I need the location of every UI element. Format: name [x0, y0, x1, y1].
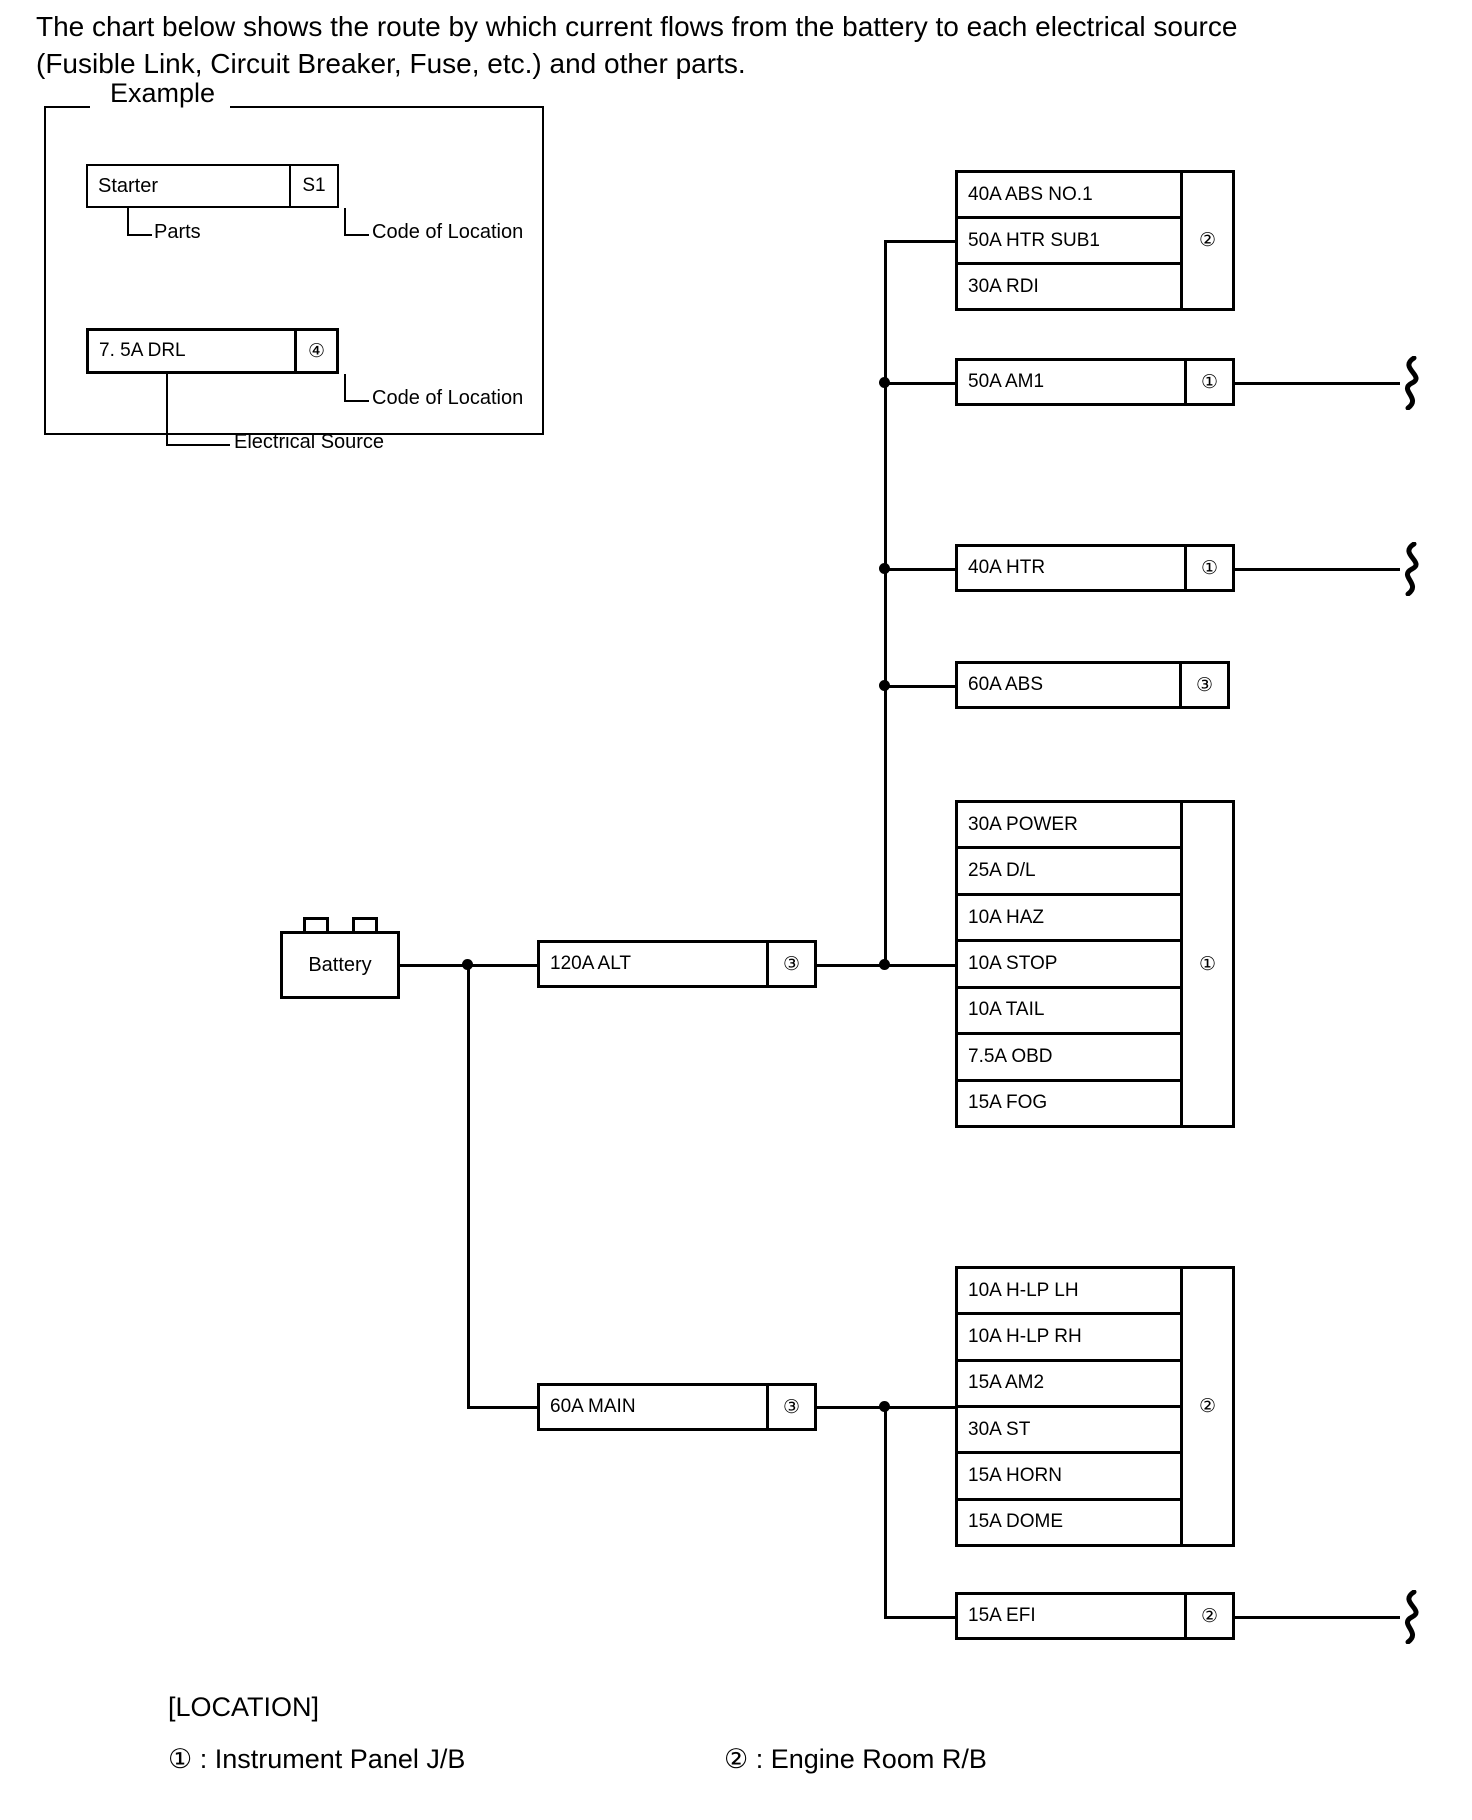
- link-main-name: 60A MAIN: [550, 1396, 636, 1417]
- fuse-group-engine-bottom-rows: 10A H-LP LH 10A H-LP RH 15A AM2 30A ST 1…: [958, 1269, 1180, 1544]
- example-parts-leader-vertical: [127, 208, 129, 236]
- branch-box-am1: 50A AM1 ①: [955, 358, 1235, 406]
- fuse-group-instrument-panel-rows: 30A POWER 25A D/L 10A HAZ 10A STOP 10A T…: [958, 803, 1180, 1125]
- fuse-row: 50A HTR SUB1: [958, 219, 1180, 265]
- example-parts-leader-horizontal: [127, 234, 152, 236]
- fuse-row: 10A H-LP RH: [958, 1315, 1180, 1362]
- fuse-row: 10A H-LP LH: [958, 1269, 1180, 1316]
- fuse-row: 40A ABS NO.1: [958, 173, 1180, 219]
- fuse-row: 25A D/L: [958, 849, 1180, 896]
- fuse-row: 10A HAZ: [958, 896, 1180, 943]
- link-alt-code: ③: [766, 943, 814, 985]
- example-part-code-callout: Code of Location: [372, 221, 524, 243]
- example-part-code: S1: [289, 166, 337, 206]
- branch-am1-code: ①: [1184, 361, 1232, 403]
- fuse-row: 7.5A OBD: [958, 1035, 1180, 1082]
- location-item-1: ① : Instrument Panel J/B: [168, 1744, 465, 1775]
- wire-break-symbol-am1: [1405, 356, 1419, 410]
- example-source-leader-horizontal: [166, 444, 230, 446]
- battery-terminal-right: [352, 917, 378, 931]
- fuse-row: 10A STOP: [958, 942, 1180, 989]
- wire-main-to-bus: [817, 1406, 885, 1409]
- fuse-group-engine-bottom-code: ②: [1180, 1269, 1232, 1544]
- intro-line-1: The chart below shows the route by which…: [36, 11, 1238, 42]
- branch-efi-name: 15A EFI: [968, 1605, 1036, 1626]
- example-source-box: 7. 5A DRL ④: [86, 328, 339, 374]
- wire-bus-to-am1: [884, 382, 955, 385]
- example-part-box: Starter S1: [86, 164, 339, 208]
- location-item-2-code: ②: [724, 1744, 749, 1774]
- bus-lower-vertical: [884, 1406, 887, 1618]
- fuse-group-instrument-panel: 30A POWER 25A D/L 10A HAZ 10A STOP 10A T…: [955, 800, 1235, 1128]
- location-item-1-code: ①: [168, 1744, 193, 1774]
- example-source-code-leader-horizontal: [344, 400, 369, 402]
- fuse-row: 15A FOG: [968, 1092, 1048, 1114]
- wire-break-symbol-htr: [1405, 542, 1419, 596]
- wire-battery-down-to-main: [467, 964, 470, 1409]
- location-item-2-text: : Engine Room R/B: [755, 1744, 987, 1774]
- intro-paragraph: The chart below shows the route by which…: [36, 8, 1416, 82]
- wire-to-main-box: [467, 1406, 538, 1409]
- fuse-row: 30A ST: [958, 1408, 1180, 1455]
- wire-alt-to-bus: [817, 964, 885, 967]
- branch-abs-code: ③: [1179, 664, 1227, 706]
- link-box-alt: 120A ALT ③: [537, 940, 817, 988]
- example-source-code-leader-vertical: [344, 374, 346, 402]
- wire-break-symbol-efi: [1405, 1590, 1419, 1644]
- fuse-group-instrument-panel-code: ①: [1180, 803, 1232, 1125]
- example-parts-callout: Parts: [154, 221, 201, 243]
- wire-bus-to-efi: [884, 1616, 955, 1619]
- intro-line-2: (Fusible Link, Circuit Breaker, Fuse, et…: [36, 48, 746, 80]
- wire-bus-to-abs: [884, 685, 955, 688]
- branch-abs-name: 60A ABS: [968, 674, 1044, 695]
- wire-efi-out: [1235, 1616, 1400, 1619]
- location-item-2: ② : Engine Room R/B: [724, 1744, 987, 1775]
- fuse-row: 15A AM2: [958, 1362, 1180, 1408]
- branch-efi-code: ②: [1184, 1595, 1232, 1637]
- battery-label: Battery: [308, 953, 372, 976]
- wire-am1-out: [1235, 382, 1400, 385]
- wire-bus-to-instrument-group: [884, 964, 955, 967]
- wire-bus-to-htr: [884, 568, 955, 571]
- fuse-row: 30A RDI: [968, 275, 1039, 297]
- wire-bus-to-engine-top-group: [884, 240, 955, 243]
- branch-am1-name: 50A AM1: [968, 371, 1045, 392]
- fuse-row: 30A POWER: [958, 803, 1180, 850]
- battery: Battery: [280, 931, 400, 999]
- example-part-code-leader-horizontal: [344, 234, 369, 236]
- example-source-code: ④: [294, 331, 336, 371]
- location-title: [LOCATION]: [168, 1692, 320, 1722]
- example-part-name: Starter: [98, 174, 159, 197]
- fuse-group-engine-top-rows: 40A ABS NO.1 50A HTR SUB1 30A RDI: [958, 173, 1180, 308]
- link-alt-name: 120A ALT: [550, 953, 631, 974]
- link-main-code: ③: [766, 1386, 814, 1428]
- example-legend-label: Example: [96, 80, 230, 107]
- link-box-main: 60A MAIN ③: [537, 1383, 817, 1431]
- branch-box-htr: 40A HTR ①: [955, 544, 1235, 592]
- branch-box-abs: 60A ABS ③: [955, 661, 1230, 709]
- fuse-row: 15A HORN: [958, 1454, 1180, 1501]
- example-source-callout: Electrical Source: [234, 431, 385, 453]
- branch-box-efi: 15A EFI ②: [955, 1592, 1235, 1640]
- example-source-leader-vertical: [166, 374, 168, 446]
- example-part-code-leader-vertical: [344, 208, 346, 236]
- fuse-group-engine-bottom: 10A H-LP LH 10A H-LP RH 15A AM2 30A ST 1…: [955, 1266, 1235, 1547]
- branch-htr-name: 40A HTR: [968, 557, 1046, 578]
- fuse-row: 15A DOME: [968, 1511, 1064, 1533]
- location-item-1-text: : Instrument Panel J/B: [199, 1744, 466, 1774]
- branch-htr-code: ①: [1184, 547, 1232, 589]
- example-group-box: [44, 106, 544, 435]
- example-source-code-callout: Code of Location: [372, 387, 524, 409]
- fuse-row: 10A TAIL: [958, 989, 1180, 1036]
- wire-htr-out: [1235, 568, 1400, 571]
- bus-upper-vertical: [884, 240, 887, 967]
- wire-bus-to-engine-bottom-group: [884, 1406, 955, 1409]
- fuse-group-engine-top-code: ②: [1180, 173, 1232, 308]
- example-source-name: 7. 5A DRL: [99, 340, 186, 361]
- fuse-group-engine-top: 40A ABS NO.1 50A HTR SUB1 30A RDI ②: [955, 170, 1235, 311]
- battery-terminal-left: [303, 917, 329, 931]
